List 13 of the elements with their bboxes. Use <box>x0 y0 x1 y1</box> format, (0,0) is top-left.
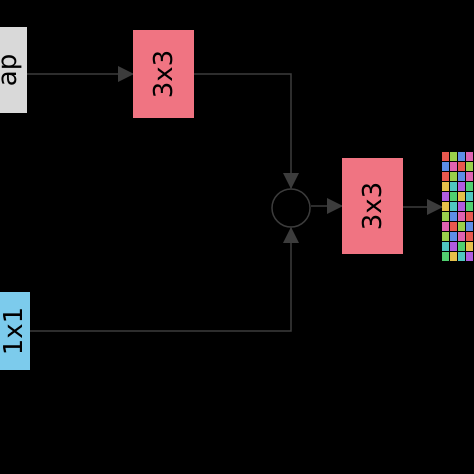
arrow <box>27 66 134 82</box>
conv-block <box>342 158 403 254</box>
conv-block <box>0 292 30 370</box>
block-label: ap <box>0 54 22 86</box>
conv-block <box>133 30 194 118</box>
block-label: 3x3 <box>358 182 388 230</box>
arrow <box>403 199 443 215</box>
arrow <box>194 73 299 189</box>
block-label: 1x1 <box>0 306 29 356</box>
arrow <box>311 198 343 214</box>
arrow <box>30 227 299 332</box>
sum-circle <box>271 188 311 228</box>
block-label: 3x3 <box>148 50 178 98</box>
